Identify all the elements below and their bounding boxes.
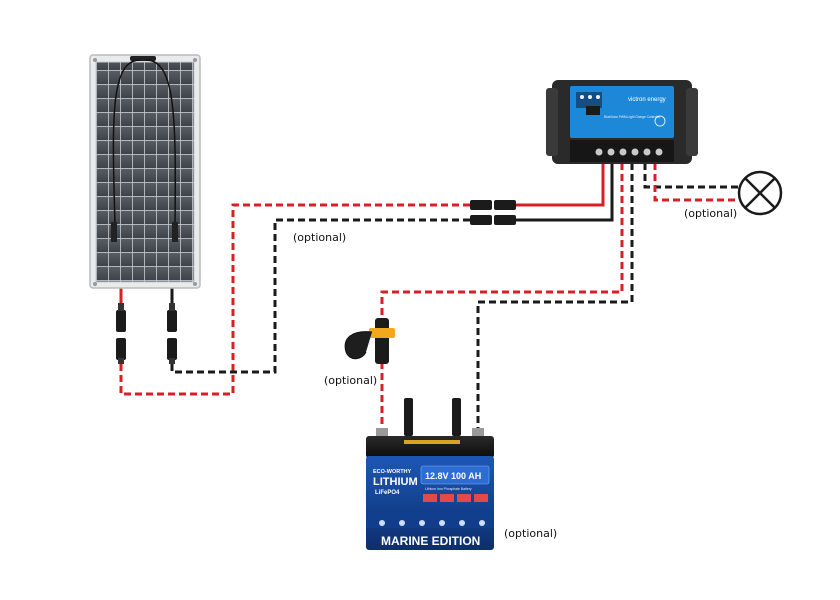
inline-fuse-icon (344, 318, 395, 364)
battery-chemistry-sub: LiFePO4 (375, 490, 400, 496)
load-positive-wire (653, 163, 738, 202)
battery-feature-badges (423, 494, 488, 502)
battery-rating-sub: Lithium Iron Phosphate Battery (425, 487, 472, 491)
battery-chemistry: LITHIUM (373, 476, 418, 488)
controller-brand: victron energy (628, 97, 666, 103)
load-negative-wire (643, 163, 738, 189)
battery-edition: MARINE EDITION (381, 534, 480, 548)
battery-brand: ECO-WORTHY (373, 469, 412, 475)
pv-positive-wire-solid (512, 163, 605, 207)
label-optional-fuse: (optional) (324, 374, 377, 387)
battery-negative-wire (476, 163, 634, 428)
charge-controller: victron energy BlueSolar PWM-Light Charg… (546, 80, 698, 164)
controller-terminals (595, 148, 663, 156)
solar-panel (89, 54, 201, 289)
controller-model: BlueSolar PWM-Light Charge Controller (604, 115, 661, 119)
pv-positive-extension-wire (119, 203, 470, 396)
mc4-connector-icon (116, 303, 177, 364)
mc4-connector-icon (470, 200, 516, 225)
battery: ECO-WORTHY LITHIUM LiFePO4 12.8V 100 AH … (366, 398, 494, 550)
wires (119, 163, 738, 428)
label-optional-battery: (optional) (504, 527, 557, 540)
label-optional-load: (optional) (684, 207, 737, 220)
battery-positive-wire (380, 163, 624, 320)
battery-rating: 12.8V 100 AH (425, 471, 481, 481)
battery-icon-row (379, 520, 485, 526)
label-optional-pv-cable: (optional) (293, 231, 346, 244)
lamp-load-icon (737, 170, 783, 216)
pv-negative-extension-wire (170, 218, 470, 374)
pv-negative-wire-solid (512, 163, 614, 222)
